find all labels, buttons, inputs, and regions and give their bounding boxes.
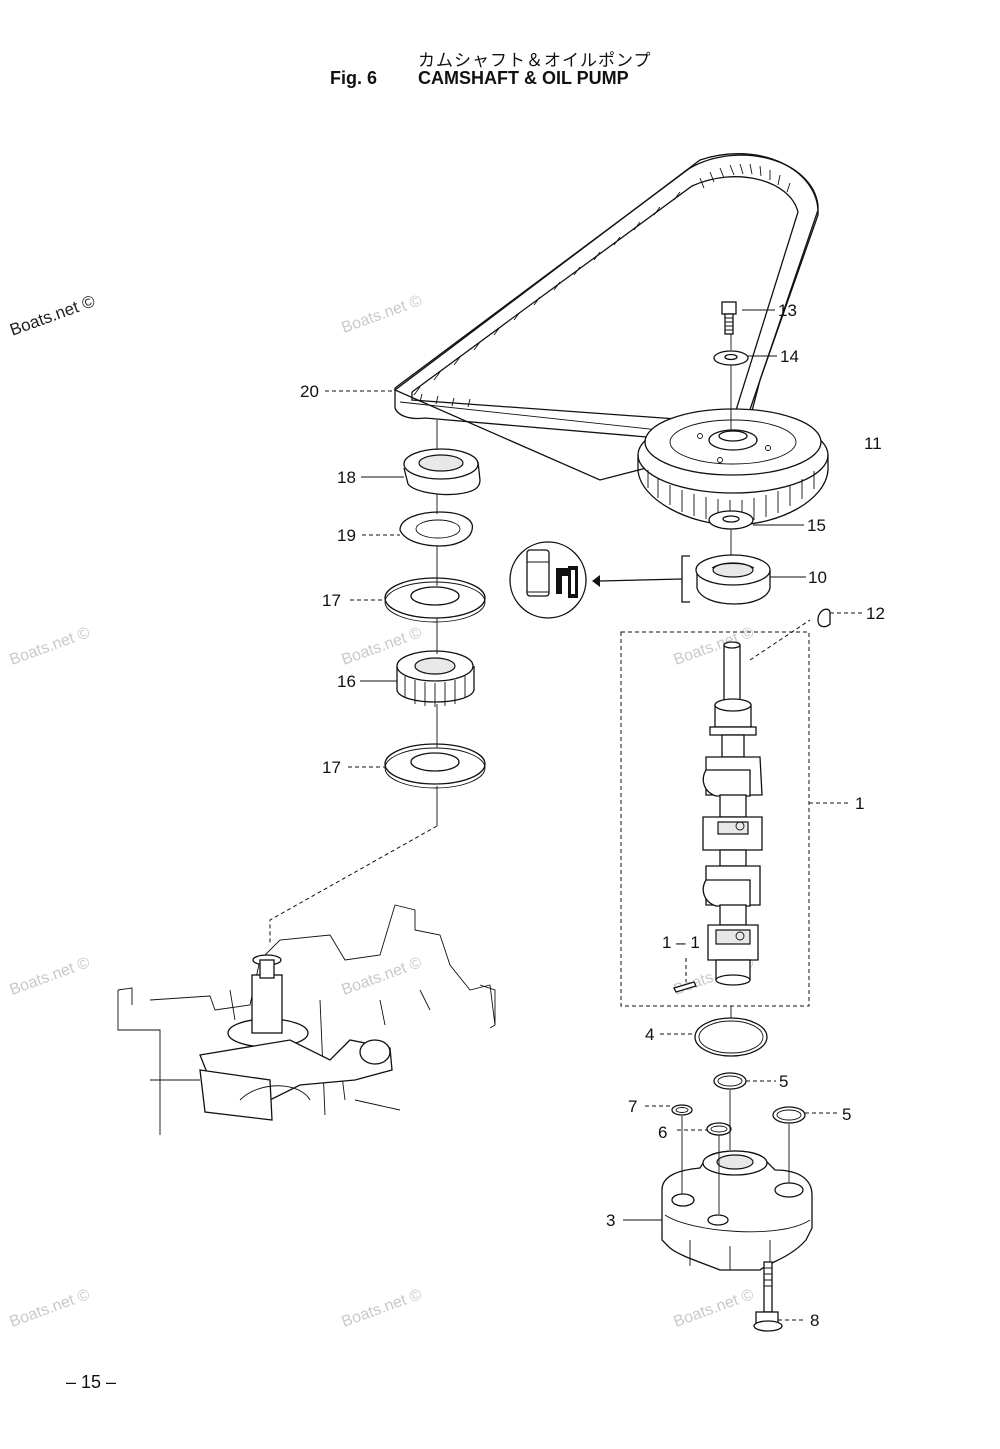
callout-20: 20 <box>300 382 319 401</box>
callout-1: 1 <box>855 794 864 813</box>
callout-17-lower: 17 <box>322 758 341 777</box>
callout-16: 16 <box>337 672 356 691</box>
bolt-part-8 <box>753 1261 783 1332</box>
oil-seal-part-18 <box>403 448 481 496</box>
timing-belt-part-20 <box>393 153 819 481</box>
callout-5-right: 5 <box>842 1105 851 1124</box>
callout-12: 12 <box>866 604 885 623</box>
callout-19: 19 <box>337 526 356 545</box>
plate-part-17-lower <box>384 743 486 789</box>
o-ring-part-7 <box>671 1104 693 1116</box>
callout-14: 14 <box>780 347 799 366</box>
callout-5-upper: 5 <box>779 1072 788 1091</box>
callout-3: 3 <box>606 1211 615 1230</box>
plate-part-19 <box>399 511 474 547</box>
figure-title: CAMSHAFT & OIL PUMP <box>418 68 629 88</box>
o-ring-part-4 <box>694 1017 768 1057</box>
callout-8: 8 <box>810 1311 819 1330</box>
o-ring-part-6 <box>706 1122 732 1136</box>
page-number: – 15 – <box>66 1372 117 1392</box>
callout-6: 6 <box>658 1123 667 1142</box>
washer-part-15 <box>708 510 754 530</box>
camshaft-assembly-box <box>620 631 810 1007</box>
leader-lines <box>325 309 862 1321</box>
callout-1-1: 1 – 1 <box>662 933 700 952</box>
callout-11: 11 <box>864 434 882 453</box>
japanese-title: カムシャフト＆オイルポンプ <box>418 51 652 70</box>
plate-part-17-upper <box>384 577 486 623</box>
engine-block-outline <box>117 904 496 1135</box>
sealant-indicator <box>509 541 690 619</box>
figure-number: Fig. 6 <box>330 68 378 88</box>
o-ring-part-5-upper <box>713 1072 747 1090</box>
pin-part-1-1 <box>673 981 697 993</box>
callout-17-upper: 17 <box>322 591 341 610</box>
washer-part-14 <box>713 350 749 366</box>
callout-10: 10 <box>808 568 827 587</box>
callout-13: 13 <box>778 301 797 320</box>
woodruff-key-part-12 <box>817 608 831 628</box>
camshaft-part-1 <box>702 641 763 986</box>
callout-15: 15 <box>807 516 826 535</box>
callout-4: 4 <box>645 1025 654 1044</box>
callout-7: 7 <box>628 1097 637 1116</box>
crank-sprocket-part-16 <box>396 650 475 707</box>
callout-18: 18 <box>337 468 356 487</box>
o-ring-part-5-right <box>772 1106 806 1124</box>
oil-pump-part-3 <box>661 1150 813 1271</box>
bolt-part-13 <box>721 301 737 335</box>
oil-seal-part-10 <box>695 554 771 605</box>
camshaft-pulley-part-11 <box>637 408 829 526</box>
